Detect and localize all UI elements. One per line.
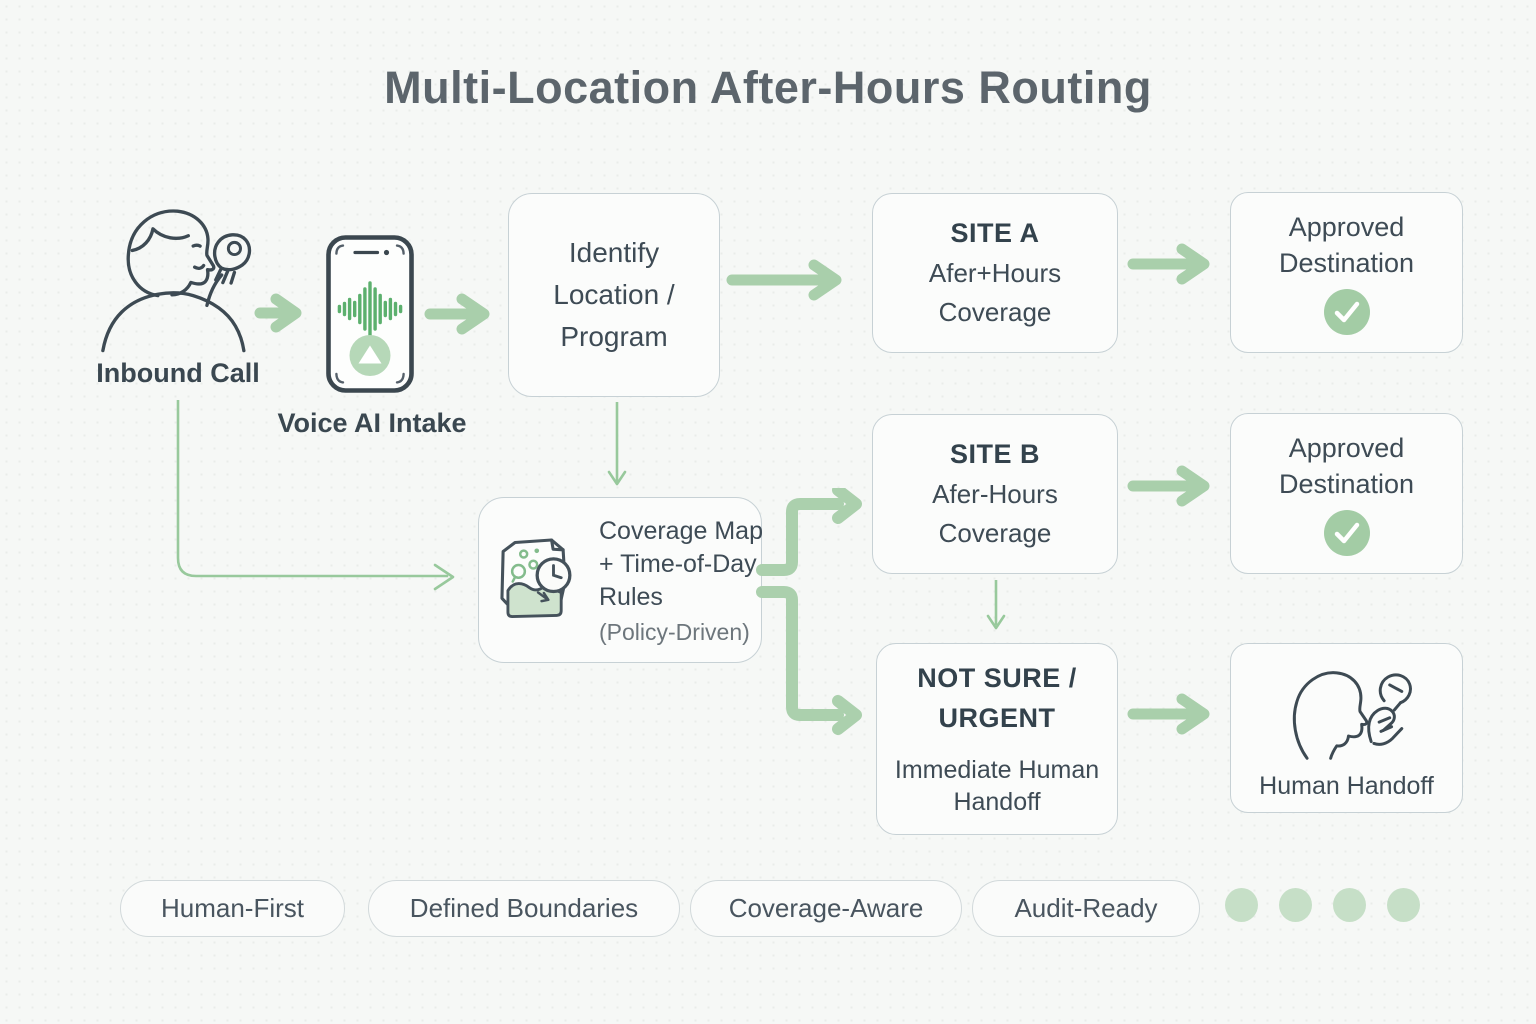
coverage-map-label: Coverage Map + Time-of-Day Rules xyxy=(599,516,763,611)
arrow-identify-to-sitea xyxy=(726,258,856,302)
page-title: Multi-Location After-Hours Routing xyxy=(384,62,1152,113)
site-b-node: SITE B Afer-Hours Coverage xyxy=(872,414,1118,574)
identify-location-node: Identify Location / Program xyxy=(508,193,720,397)
coverage-map-sublabel: (Policy-Driven) xyxy=(599,618,750,645)
coverage-map-node: Coverage Map + Time-of-Day Rules (Policy… xyxy=(478,497,763,663)
connector-coverage-branches xyxy=(756,488,868,738)
pagination-dot xyxy=(1387,888,1420,922)
badge-audit-ready: Audit-Ready xyxy=(972,880,1200,937)
connector-identify-to-coverage xyxy=(605,402,631,494)
badge-human-first: Human-First xyxy=(120,880,345,937)
arrow-sitea-to-approved xyxy=(1126,242,1218,286)
site-a-node: SITE A Afer+Hours Coverage xyxy=(872,193,1118,353)
approved-destination-b-label: Approved Destination xyxy=(1278,433,1415,499)
connector-siteb-to-notsure xyxy=(983,580,1009,636)
human-handoff-label: Human Handoff xyxy=(1259,772,1434,800)
site-a-line2: Afer+Hours xyxy=(928,257,1062,288)
connector-inbound-to-coverage xyxy=(163,400,473,596)
pagination-dot xyxy=(1279,888,1312,922)
approved-destination-a-node: Approved Destination xyxy=(1230,192,1463,353)
site-a-line3: Coverage xyxy=(938,296,1052,327)
arrow-notsure-to-handoff xyxy=(1126,692,1218,736)
arrow-siteb-to-approved xyxy=(1126,464,1218,508)
map-with-clock-icon xyxy=(491,533,591,627)
identify-location-label: Identify Location / Program xyxy=(553,237,675,352)
check-circle-icon xyxy=(1323,288,1370,335)
arrow-voiceai-to-identify xyxy=(424,292,502,336)
pagination-dot xyxy=(1333,888,1366,922)
person-with-phone-handoff-icon xyxy=(1277,658,1417,762)
approved-destination-a-label: Approved Destination xyxy=(1278,212,1415,278)
badge-coverage-aware: Coverage-Aware xyxy=(690,880,962,937)
phone-voice-waveform-icon xyxy=(324,233,416,395)
inbound-call-label: Inbound Call xyxy=(96,358,260,388)
badge-defined-boundaries: Defined Boundaries xyxy=(368,880,680,937)
arrow-inbound-to-voiceai xyxy=(254,291,312,335)
not-sure-urgent-title: NOT SURE / URGENT xyxy=(917,663,1077,733)
person-speaking-on-phone-icon xyxy=(96,194,258,354)
approved-destination-b-node: Approved Destination xyxy=(1230,413,1463,574)
voice-ai-intake-label: Voice AI Intake xyxy=(277,408,467,438)
site-a-title: SITE A xyxy=(950,218,1040,249)
site-b-title: SITE B xyxy=(949,439,1040,470)
site-b-line2: Afer-Hours xyxy=(932,478,1058,509)
not-sure-urgent-node: NOT SURE / URGENT Immediate Human Handof… xyxy=(876,643,1118,835)
not-sure-urgent-body: Immediate Human Handoff xyxy=(894,755,1100,817)
pagination-dot xyxy=(1225,888,1258,922)
check-circle-icon xyxy=(1323,509,1370,556)
site-b-line3: Coverage xyxy=(938,517,1052,548)
human-handoff-node: Human Handoff xyxy=(1230,643,1463,813)
